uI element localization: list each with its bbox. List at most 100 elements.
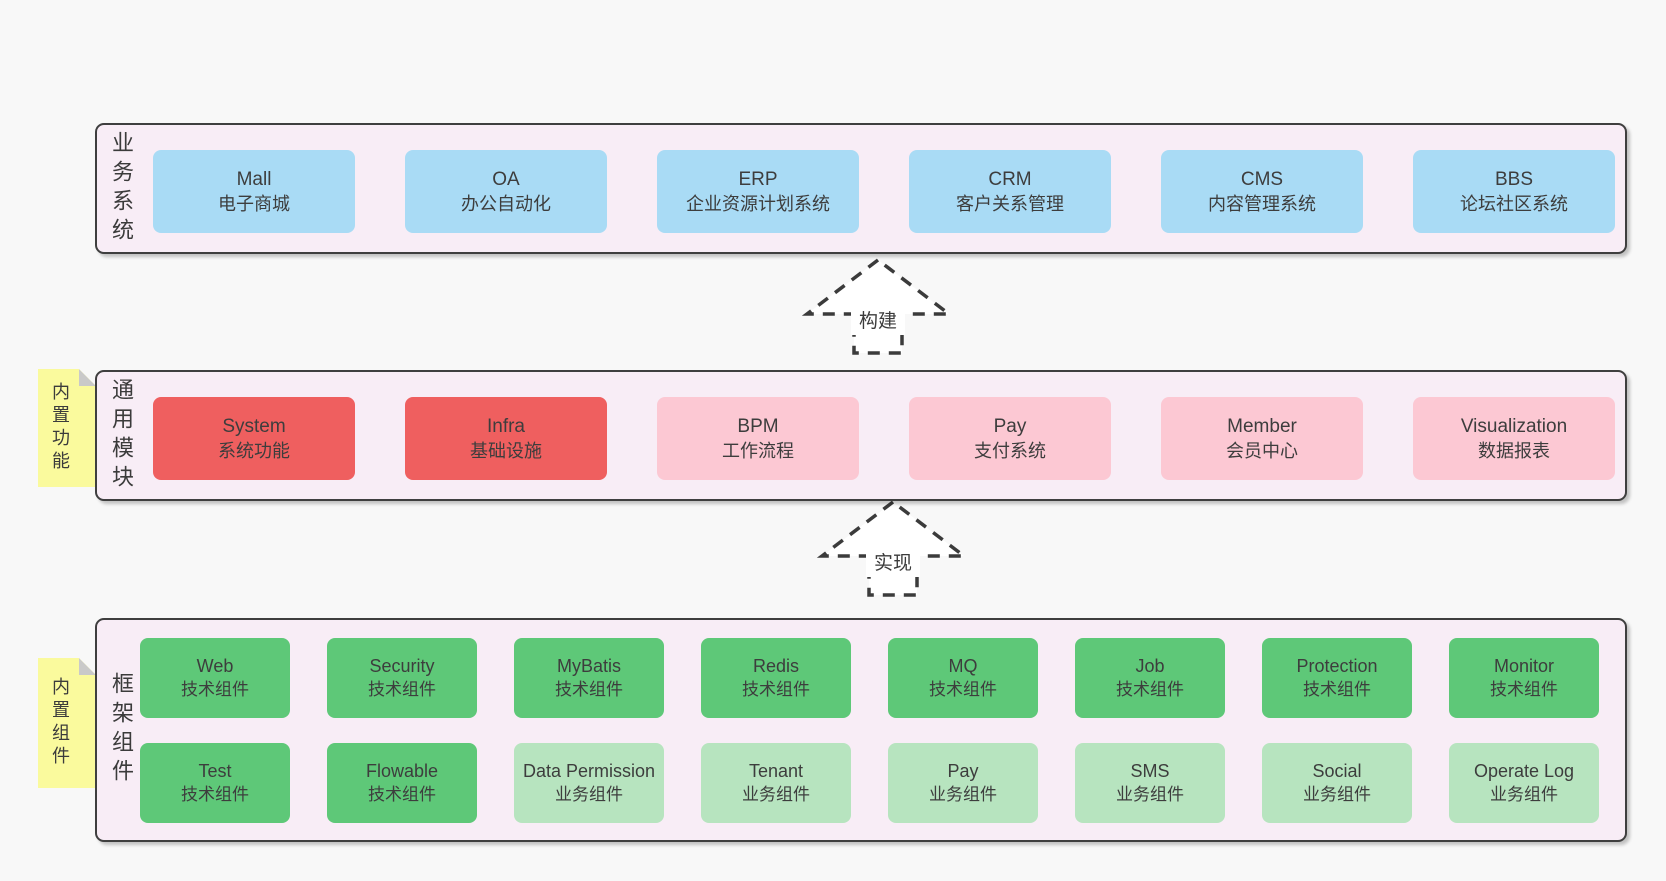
box-subtitle: 支付系统 bbox=[974, 441, 1046, 462]
folded-corner-icon bbox=[79, 369, 96, 386]
box-subtitle: 业务组件 bbox=[742, 784, 810, 804]
box-subtitle: 业务组件 bbox=[929, 784, 997, 804]
box-job: Job 技术组件 bbox=[1075, 638, 1225, 718]
box-sms: SMS 业务组件 bbox=[1075, 743, 1225, 823]
box-subtitle: 技术组件 bbox=[1303, 679, 1371, 699]
box-title: Flowable bbox=[365, 761, 439, 782]
box-bbs: BBS 论坛社区系统 bbox=[1413, 150, 1615, 233]
box-protection: Protection 技术组件 bbox=[1262, 638, 1412, 718]
box-data-permission: Data Permission 业务组件 bbox=[514, 743, 664, 823]
sticky-note-label: 内置组件 bbox=[50, 677, 70, 769]
box-title: Security bbox=[369, 656, 435, 677]
box-subtitle: 数据报表 bbox=[1478, 441, 1550, 462]
sticky-note-builtin-components: 内置组件 bbox=[38, 658, 96, 788]
box-title: Protection bbox=[1296, 656, 1378, 677]
box-title: Redis bbox=[752, 656, 800, 677]
box-monitor: Monitor 技术组件 bbox=[1449, 638, 1599, 718]
box-redis: Redis 技术组件 bbox=[701, 638, 851, 718]
box-title: Test bbox=[198, 761, 232, 782]
box-social: Social 业务组件 bbox=[1262, 743, 1412, 823]
box-subtitle: 业务组件 bbox=[1303, 784, 1371, 804]
layer-common-modules: 通用模块 System 系统功能 Infra 基础设施 BPM 工作流程 Pay… bbox=[95, 370, 1627, 501]
box-title: SMS bbox=[1130, 761, 1170, 782]
box-title: Data Permission bbox=[522, 761, 656, 782]
folded-corner-icon bbox=[79, 658, 96, 675]
box-pay-component: Pay 业务组件 bbox=[888, 743, 1038, 823]
box-flowable: Flowable 技术组件 bbox=[327, 743, 477, 823]
layer-label-components: 框架组件 bbox=[109, 672, 134, 788]
layer-business-systems: 业务系统 Mall 电子商城 OA 办公自动化 ERP 企业资源计划系统 CRM… bbox=[95, 123, 1627, 254]
box-subtitle: 技术组件 bbox=[1490, 679, 1558, 699]
box-subtitle: 技术组件 bbox=[929, 679, 997, 699]
box-title: Pay bbox=[947, 761, 979, 782]
box-subtitle: 技术组件 bbox=[368, 784, 436, 804]
box-title: Member bbox=[1227, 415, 1297, 437]
box-test: Test 技术组件 bbox=[140, 743, 290, 823]
sticky-note-label: 内置功能 bbox=[50, 382, 70, 474]
layer-framework-components: 框架组件 Web 技术组件 Security 技术组件 MyBatis 技术组件… bbox=[95, 618, 1627, 842]
box-subtitle: 业务组件 bbox=[1116, 784, 1184, 804]
box-subtitle: 技术组件 bbox=[181, 784, 249, 804]
box-title: CMS bbox=[1240, 168, 1284, 190]
box-subtitle: 企业资源计划系统 bbox=[686, 194, 830, 215]
components-row-2: Test 技术组件 Flowable 技术组件 Data Permission … bbox=[140, 743, 1599, 823]
box-title: BPM bbox=[737, 415, 779, 437]
arrow-label: 构建 bbox=[859, 310, 897, 332]
box-erp: ERP 企业资源计划系统 bbox=[657, 150, 859, 233]
box-system: System 系统功能 bbox=[153, 397, 355, 480]
box-title: Infra bbox=[486, 415, 526, 437]
box-title: Job bbox=[1135, 656, 1165, 677]
box-crm: CRM 客户关系管理 bbox=[909, 150, 1111, 233]
box-subtitle: 业务组件 bbox=[1490, 784, 1558, 804]
business-boxes-row: Mall 电子商城 OA 办公自动化 ERP 企业资源计划系统 CRM 客户关系… bbox=[153, 150, 1615, 233]
box-subtitle: 技术组件 bbox=[181, 679, 249, 699]
box-mall: Mall 电子商城 bbox=[153, 150, 355, 233]
box-subtitle: 系统功能 bbox=[218, 441, 290, 462]
box-subtitle: 客户关系管理 bbox=[956, 194, 1064, 215]
box-mq: MQ 技术组件 bbox=[888, 638, 1038, 718]
box-subtitle: 工作流程 bbox=[722, 441, 794, 462]
box-title: MyBatis bbox=[556, 656, 621, 677]
box-subtitle: 会员中心 bbox=[1226, 441, 1298, 462]
sticky-note-builtin-features: 内置功能 bbox=[38, 369, 96, 487]
box-title: MQ bbox=[948, 656, 978, 677]
arrow-label: 实现 bbox=[874, 552, 912, 574]
box-subtitle: 业务组件 bbox=[555, 784, 623, 804]
box-cms: CMS 内容管理系统 bbox=[1161, 150, 1363, 233]
box-title: Mall bbox=[236, 168, 272, 190]
box-mybatis: MyBatis 技术组件 bbox=[514, 638, 664, 718]
box-subtitle: 技术组件 bbox=[368, 679, 436, 699]
box-title: Tenant bbox=[748, 761, 804, 782]
box-tenant: Tenant 业务组件 bbox=[701, 743, 851, 823]
implement-arrow: 实现 bbox=[807, 497, 979, 599]
box-subtitle: 基础设施 bbox=[470, 441, 542, 462]
box-web: Web 技术组件 bbox=[140, 638, 290, 718]
box-subtitle: 办公自动化 bbox=[461, 194, 551, 215]
box-title: Visualization bbox=[1460, 415, 1568, 437]
box-pay-system: Pay 支付系统 bbox=[909, 397, 1111, 480]
box-title: Monitor bbox=[1493, 656, 1555, 677]
box-visualization: Visualization 数据报表 bbox=[1413, 397, 1615, 480]
box-title: System bbox=[222, 415, 286, 437]
box-operate-log: Operate Log 业务组件 bbox=[1449, 743, 1599, 823]
components-row-1: Web 技术组件 Security 技术组件 MyBatis 技术组件 Redi… bbox=[140, 638, 1599, 718]
box-title: CRM bbox=[988, 168, 1032, 190]
box-subtitle: 技术组件 bbox=[742, 679, 810, 699]
box-title: Operate Log bbox=[1473, 761, 1575, 782]
box-infra: Infra 基础设施 bbox=[405, 397, 607, 480]
box-member: Member 会员中心 bbox=[1161, 397, 1363, 480]
box-subtitle: 论坛社区系统 bbox=[1460, 194, 1568, 215]
layer-label-modules: 通用模块 bbox=[109, 377, 134, 494]
box-title: Pay bbox=[993, 415, 1027, 437]
box-bpm: BPM 工作流程 bbox=[657, 397, 859, 480]
box-subtitle: 内容管理系统 bbox=[1208, 194, 1316, 215]
box-title: OA bbox=[492, 168, 520, 190]
box-subtitle: 技术组件 bbox=[555, 679, 623, 699]
layer-label-business: 业务系统 bbox=[109, 130, 134, 247]
box-title: Social bbox=[1312, 761, 1362, 782]
build-arrow: 构建 bbox=[792, 255, 964, 357]
box-title: BBS bbox=[1494, 168, 1534, 190]
box-title: Web bbox=[196, 656, 234, 677]
box-title: ERP bbox=[738, 168, 778, 190]
